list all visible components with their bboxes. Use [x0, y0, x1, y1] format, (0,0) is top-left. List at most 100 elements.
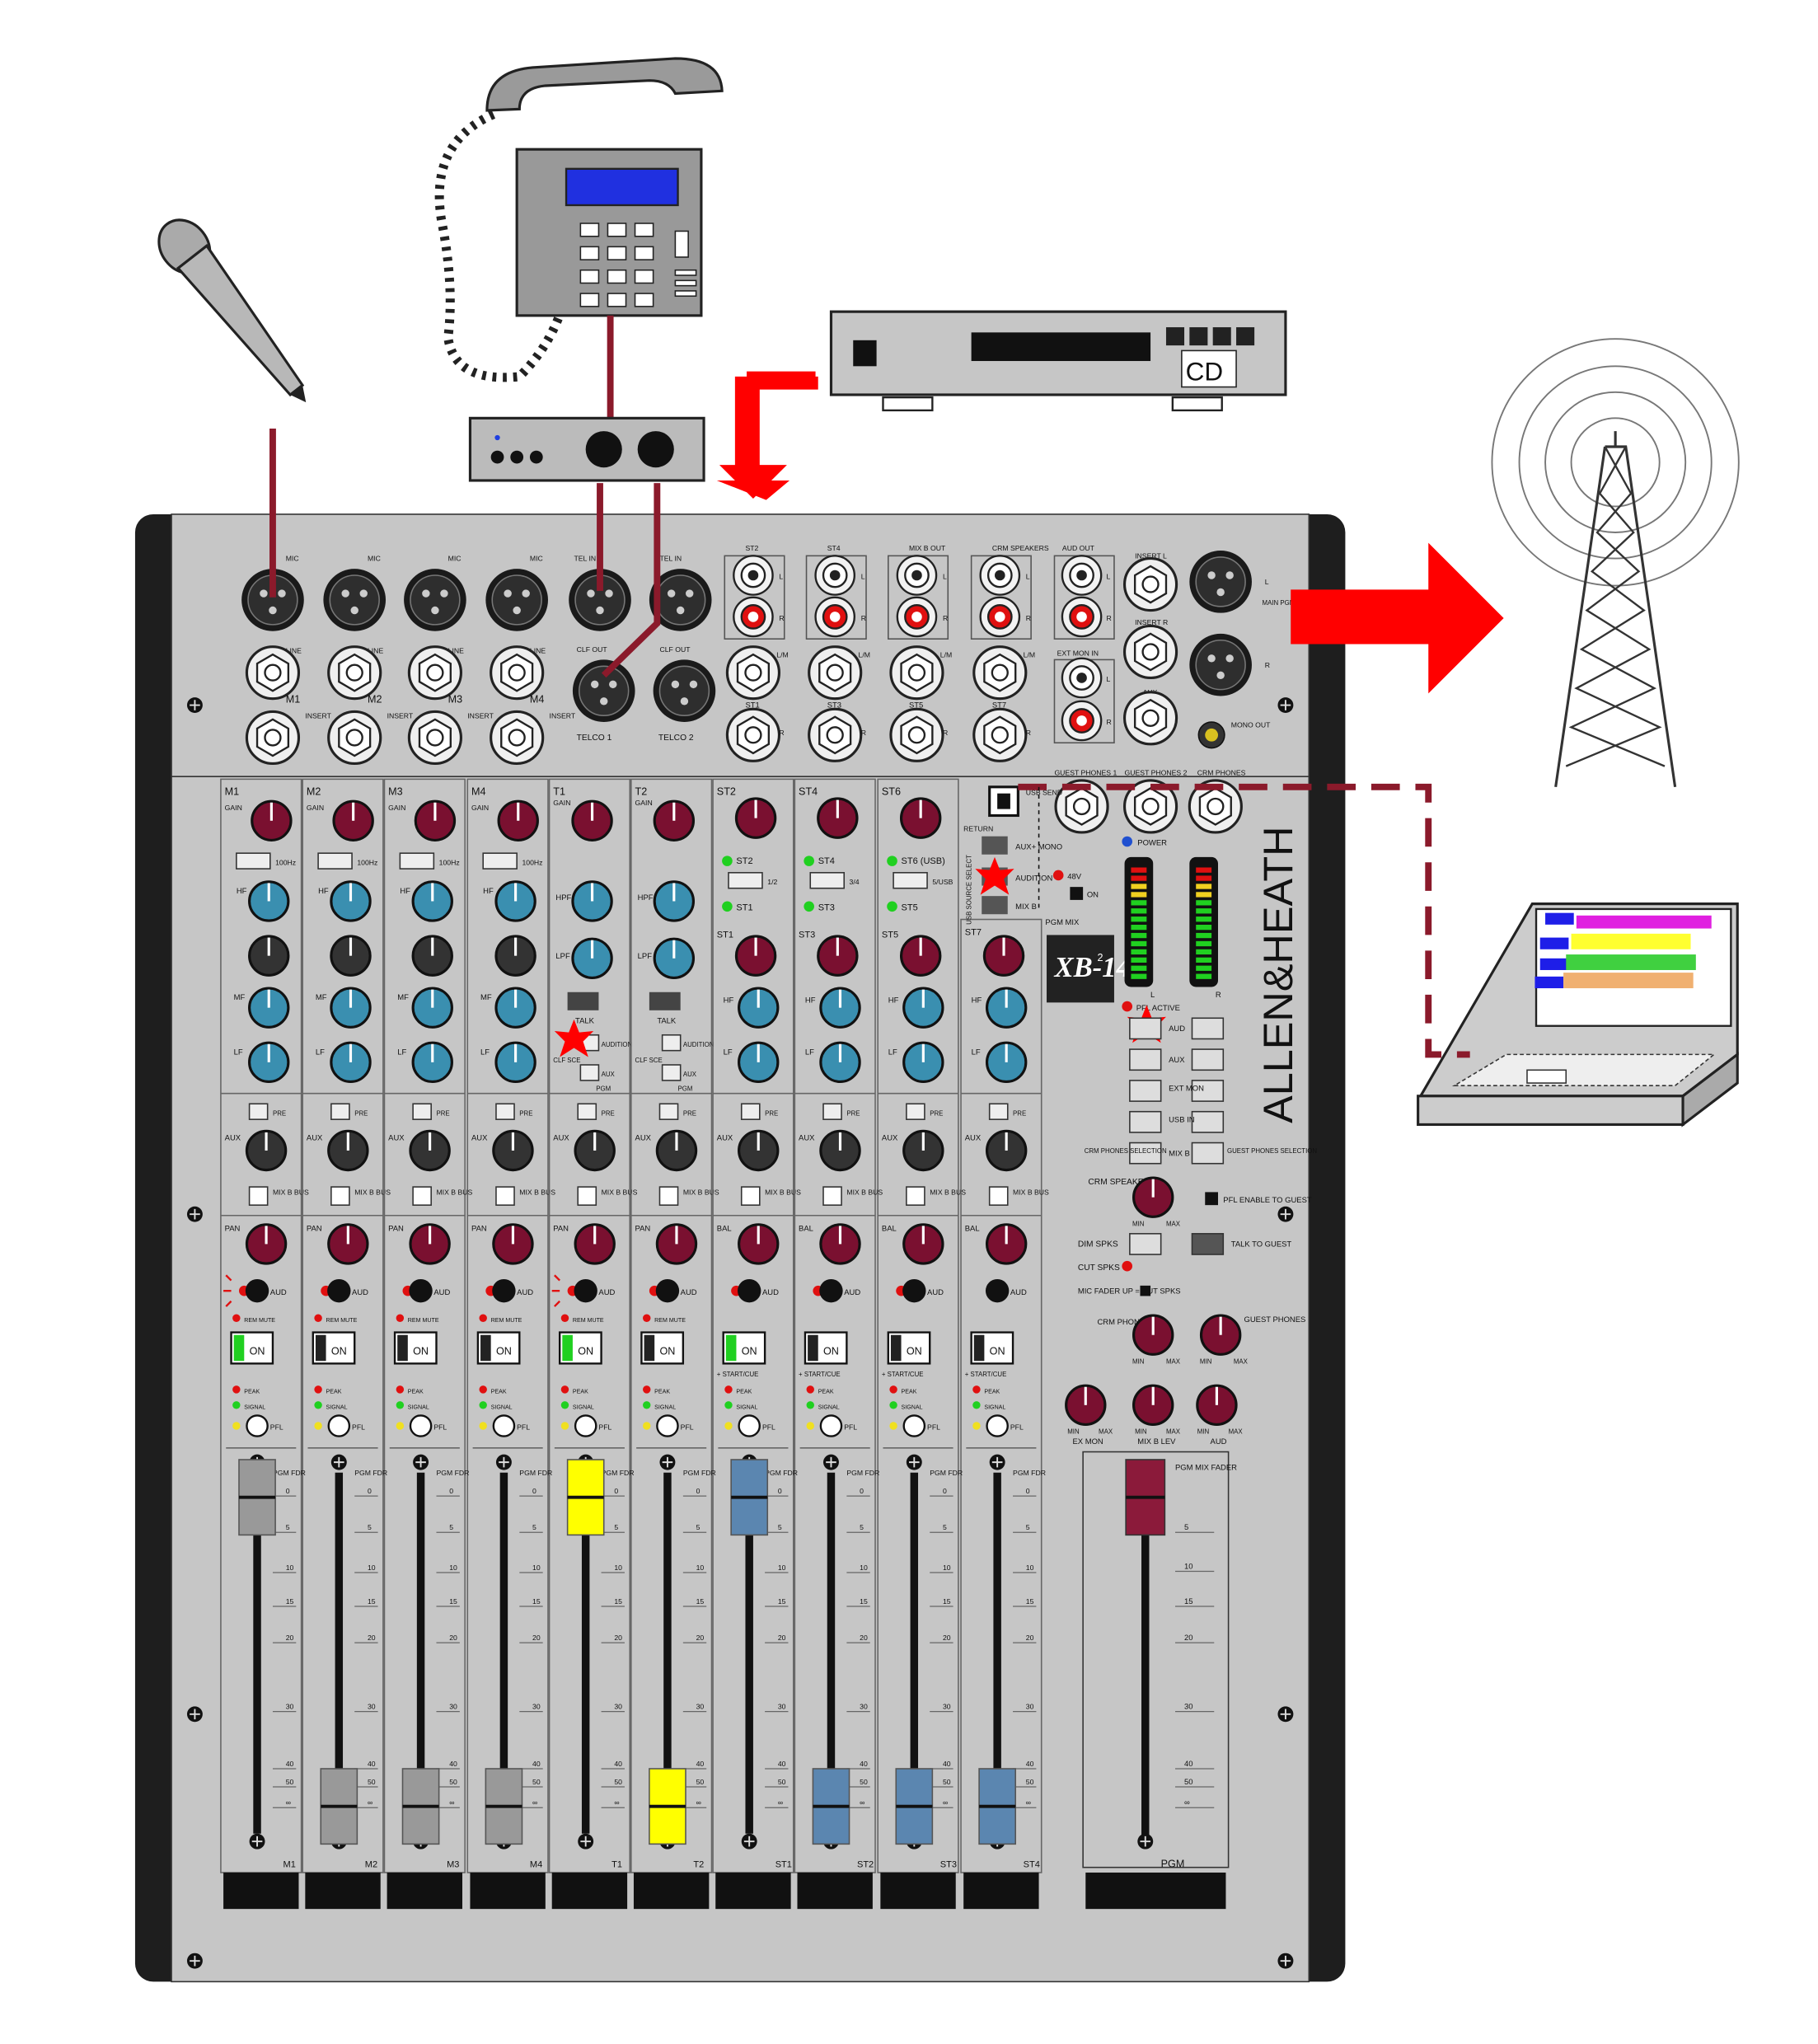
mix-b-bus-button[interactable]: [988, 1186, 1009, 1206]
mix-b-bus-button[interactable]: [906, 1186, 925, 1206]
pfl-button[interactable]: [738, 1414, 761, 1437]
bal-knob[interactable]: [985, 1223, 1028, 1265]
aud-button[interactable]: [655, 1278, 680, 1303]
aux-send-knob[interactable]: [492, 1129, 534, 1172]
gain-knob[interactable]: [653, 799, 696, 842]
line-jack-input[interactable]: [490, 645, 545, 701]
pan-knob[interactable]: [902, 1223, 944, 1265]
stereo-lm-jack[interactable]: [972, 645, 1028, 701]
hf-eq-knob[interactable]: [411, 880, 453, 922]
lf-eq-knob[interactable]: [738, 1041, 780, 1084]
pan-knob[interactable]: [819, 1223, 861, 1265]
insert-jack[interactable]: [407, 710, 462, 766]
aud-button[interactable]: [327, 1278, 351, 1303]
mf-freq-knob[interactable]: [330, 935, 372, 977]
mix-b-bus-button[interactable]: [248, 1186, 269, 1206]
clf-audition-button[interactable]: [661, 1034, 682, 1052]
aux-pre-button[interactable]: [658, 1103, 679, 1120]
input-trim-knob[interactable]: [817, 797, 859, 839]
line-jack-input[interactable]: [407, 645, 462, 701]
mic-xlr-input[interactable]: [403, 568, 467, 632]
aux-pre-button[interactable]: [412, 1103, 432, 1120]
input-trim-knob[interactable]: [734, 797, 777, 839]
monitor-select-button[interactable]: [1129, 1017, 1162, 1040]
aux-send-knob[interactable]: [738, 1129, 780, 1172]
usb-src-mix-b-button[interactable]: [982, 896, 1008, 915]
hf-eq-knob[interactable]: [819, 987, 861, 1029]
aux-send-knob[interactable]: [985, 1129, 1028, 1172]
pan-knob[interactable]: [655, 1223, 698, 1265]
pan-knob[interactable]: [574, 1223, 616, 1265]
input-select-button[interactable]: [728, 872, 763, 889]
hpf-100hz-button[interactable]: [236, 852, 271, 870]
aud-button[interactable]: [738, 1278, 761, 1303]
pan-knob[interactable]: [738, 1223, 780, 1265]
pan-knob[interactable]: [327, 1223, 369, 1265]
lf-eq-knob[interactable]: [819, 1041, 861, 1084]
pfl-button[interactable]: [246, 1414, 269, 1437]
main-pgm-out-r[interactable]: [1188, 633, 1253, 697]
gain-knob[interactable]: [414, 799, 457, 842]
aud-level-knob[interactable]: [1196, 1384, 1238, 1427]
ext-mon-l[interactable]: [1061, 657, 1103, 699]
mf-freq-knob[interactable]: [494, 935, 536, 977]
mic-fader-up-button[interactable]: [1140, 1285, 1151, 1296]
hpf-100hz-button[interactable]: [399, 852, 435, 870]
mf-freq-knob[interactable]: [411, 935, 453, 977]
input-select-button[interactable]: [893, 872, 928, 889]
clf-out-xlr-2[interactable]: [652, 659, 717, 723]
stereo-r-jack[interactable]: [889, 707, 944, 762]
aud-button[interactable]: [902, 1278, 926, 1303]
hf-eq-knob[interactable]: [738, 987, 780, 1029]
hpf-100hz-button[interactable]: [482, 852, 518, 870]
mf-eq-knob[interactable]: [494, 987, 536, 1029]
mix-b-bus-button[interactable]: [822, 1186, 842, 1206]
rca-left-input[interactable]: [896, 555, 938, 596]
gain-knob[interactable]: [251, 799, 293, 842]
aud-out-r[interactable]: [1061, 596, 1103, 638]
aux-send-knob[interactable]: [819, 1129, 861, 1172]
hf-eq-knob[interactable]: [902, 987, 944, 1029]
clf-out-xlr-1[interactable]: [572, 659, 636, 723]
mix-b-bus-button[interactable]: [412, 1186, 432, 1206]
pfl-button[interactable]: [327, 1414, 351, 1437]
aud-button[interactable]: [492, 1278, 516, 1303]
rca-left-input[interactable]: [979, 555, 1021, 596]
aux-send-knob[interactable]: [902, 1129, 944, 1172]
aux-out-jack[interactable]: [1122, 691, 1178, 746]
pan-knob[interactable]: [492, 1223, 534, 1265]
talk-button[interactable]: [649, 992, 681, 1010]
usb-src-aux-mono-button[interactable]: [982, 836, 1008, 855]
insert-jack[interactable]: [245, 710, 301, 766]
aux-send-knob[interactable]: [574, 1129, 616, 1172]
pfl-button[interactable]: [902, 1414, 926, 1437]
lf-eq-knob[interactable]: [985, 1041, 1028, 1084]
monitor-select-button[interactable]: [1129, 1142, 1162, 1165]
clf-aux-button[interactable]: [579, 1064, 600, 1081]
ext-mon-r[interactable]: [1061, 700, 1103, 742]
hpf-knob[interactable]: [653, 880, 696, 922]
monitor-select-button[interactable]: [1191, 1142, 1225, 1165]
main-pgm-out-l[interactable]: [1188, 550, 1253, 614]
mf-eq-knob[interactable]: [411, 987, 453, 1029]
mf-freq-knob[interactable]: [248, 935, 290, 977]
gain-knob[interactable]: [571, 799, 613, 842]
aud-button[interactable]: [985, 1278, 1010, 1303]
mix-b-bus-button[interactable]: [330, 1186, 350, 1206]
mf-eq-knob[interactable]: [330, 987, 372, 1029]
pfl-button[interactable]: [409, 1414, 433, 1437]
lf-eq-knob[interactable]: [411, 1041, 453, 1084]
stereo-r-jack[interactable]: [972, 707, 1028, 762]
line-jack-input[interactable]: [245, 645, 301, 701]
hpf-knob[interactable]: [571, 880, 613, 922]
stereo-trim-knob[interactable]: [817, 935, 859, 977]
mix-b-bus-button[interactable]: [740, 1186, 761, 1206]
line-jack-input[interactable]: [327, 645, 382, 701]
pfl-button[interactable]: [819, 1414, 843, 1437]
aud-button[interactable]: [409, 1278, 433, 1303]
talk-button[interactable]: [567, 992, 599, 1010]
stereo-lm-jack[interactable]: [808, 645, 863, 701]
aux-pre-button[interactable]: [495, 1103, 515, 1120]
hf-eq-knob[interactable]: [985, 987, 1028, 1029]
rca-right-input[interactable]: [896, 596, 938, 638]
